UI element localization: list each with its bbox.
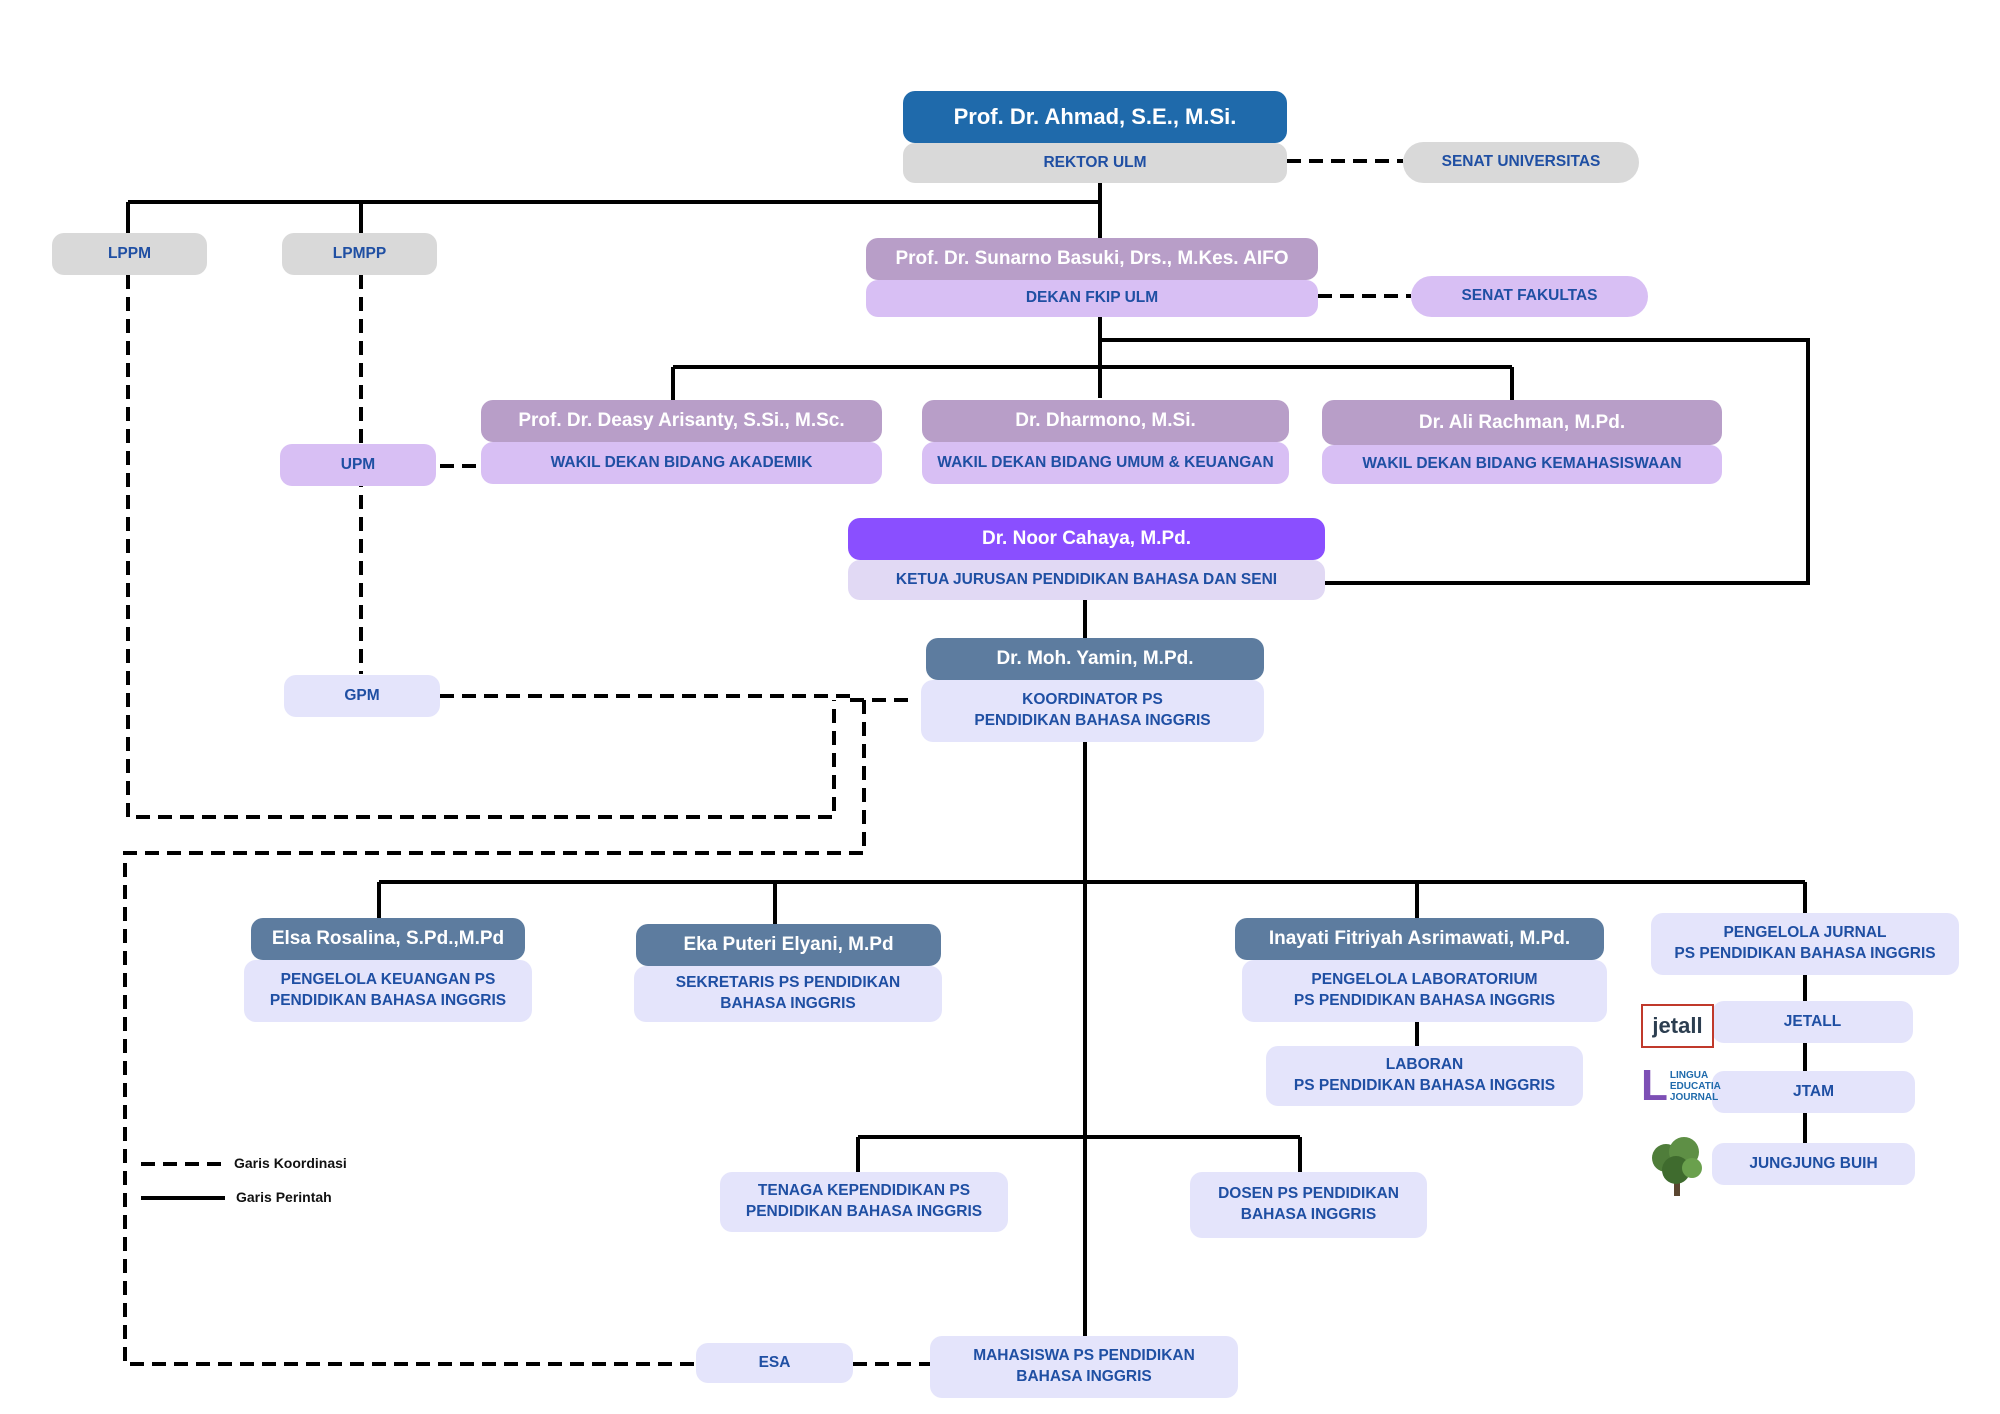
upm-box: UPM bbox=[280, 444, 436, 486]
journal-manager-box: PENGELOLA JURNAL PS PENDIDIKAN BAHASA IN… bbox=[1651, 913, 1959, 975]
jetall-logo: jetall bbox=[1641, 1004, 1714, 1048]
coordinator-title-line2: PENDIDIKAN BAHASA INGGRIS bbox=[974, 712, 1211, 729]
rector-name: Prof. Dr. Ahmad, S.E., M.Si. bbox=[903, 91, 1287, 143]
finance-title: PENGELOLA KEUANGAN PS PENDIDIKAN BAHASA … bbox=[244, 960, 532, 1022]
lingua-logo-letter: L bbox=[1641, 1061, 1668, 1110]
staff-line2: PENDIDIKAN BAHASA INGGRIS bbox=[745, 1203, 983, 1220]
lecturers-box: DOSEN PS PENDIDIKAN BAHASA INGGRIS bbox=[1190, 1172, 1427, 1238]
esa-box: ESA bbox=[696, 1343, 853, 1383]
lingua-logo-line1: LINGUA bbox=[1669, 1069, 1709, 1081]
lpmpp-box: LPMPP bbox=[282, 233, 437, 275]
department-head-name: Dr. Noor Cahaya, M.Pd. bbox=[848, 518, 1325, 560]
secretary-title-line1: SEKRETARIS PS PENDIDIKAN bbox=[675, 974, 901, 992]
staff-box: TENAGA KEPENDIDIKAN PS PENDIDIKAN BAHASA… bbox=[720, 1172, 1008, 1232]
journal-manager-line1: PENGELOLA JURNAL bbox=[1723, 924, 1887, 942]
coordinator-title: KOORDINATOR PS PENDIDIKAN BAHASA INGGRIS bbox=[921, 680, 1264, 742]
vice-dean-academic-name: Prof. Dr. Deasy Arisanty, S.Si., M.Sc. bbox=[481, 400, 882, 442]
coordinator-name: Dr. Moh. Yamin, M.Pd. bbox=[926, 638, 1264, 680]
laboran-line1: LABORAN bbox=[1385, 1056, 1464, 1074]
secretary-title-line2: BAHASA INGGRIS bbox=[720, 995, 856, 1012]
laboratory-title-line1: PENGELOLA LABORATORIUM bbox=[1311, 971, 1538, 989]
staff-line1: TENAGA KEPENDIDIKAN PS bbox=[757, 1182, 971, 1200]
senat-universitas: SENAT UNIVERSITAS bbox=[1403, 142, 1639, 183]
finance-title-line2: PENDIDIKAN BAHASA INGGRIS bbox=[269, 992, 507, 1009]
department-head-title: KETUA JURUSAN PENDIDIKAN BAHASA DAN SENI bbox=[848, 560, 1325, 600]
jetall-logo-text: jetall bbox=[1652, 1013, 1703, 1038]
laboran-box: LABORAN PS PENDIDIKAN BAHASA INGGRIS bbox=[1266, 1046, 1583, 1106]
vice-dean-general-name: Dr. Dharmono, M.Si. bbox=[922, 400, 1289, 442]
finance-title-line1: PENGELOLA KEUANGAN PS bbox=[280, 971, 496, 989]
lingua-logo-line3: JOURNAL bbox=[1669, 1091, 1719, 1103]
lingua-logo-line2: EDUCATIA bbox=[1669, 1080, 1721, 1092]
vice-dean-student-name: Dr. Ali Rachman, M.Pd. bbox=[1322, 400, 1722, 445]
legend-command-label: Garis Perintah bbox=[236, 1189, 332, 1205]
legend-coordination-label: Garis Koordinasi bbox=[234, 1155, 347, 1171]
students-box: MAHASISWA PS PENDIDIKAN BAHASA INGGRIS bbox=[930, 1336, 1238, 1398]
students-line2: BAHASA INGGRIS bbox=[1016, 1368, 1152, 1385]
vice-dean-general-title: WAKIL DEKAN BIDANG UMUM & KEUANGAN bbox=[922, 442, 1289, 484]
dean-title: DEKAN FKIP ULM bbox=[866, 280, 1318, 317]
finance-name: Elsa Rosalina, S.Pd.,M.Pd bbox=[251, 918, 525, 960]
lecturers-line1: DOSEN PS PENDIDIKAN bbox=[1218, 1185, 1399, 1203]
journal-jetall: JETALL bbox=[1712, 1001, 1913, 1043]
command-lines bbox=[126, 182, 1810, 1336]
laboratory-title: PENGELOLA LABORATORIUM PS PENDIDIKAN BAH… bbox=[1242, 960, 1607, 1022]
coordinator-title-line1: KOORDINATOR PS bbox=[1022, 691, 1163, 709]
journal-jungjung-buih: JUNGJUNG BUIH bbox=[1712, 1143, 1915, 1185]
dean-name: Prof. Dr. Sunarno Basuki, Drs., M.Kes. A… bbox=[866, 238, 1318, 280]
journal-manager-line2: PS PENDIDIKAN BAHASA INGGRIS bbox=[1674, 945, 1936, 962]
vice-dean-student-title: WAKIL DEKAN BIDANG KEMAHASISWAAN bbox=[1322, 445, 1722, 484]
laboratory-title-line2: PS PENDIDIKAN BAHASA INGGRIS bbox=[1293, 992, 1556, 1009]
lecturers-line2: BAHASA INGGRIS bbox=[1240, 1206, 1377, 1223]
lingua-logo-text: LINGUA EDUCATIA JOURNAL bbox=[1670, 1070, 1721, 1103]
students-line1: MAHASISWA PS PENDIDIKAN bbox=[973, 1347, 1195, 1365]
rector-title: REKTOR ULM bbox=[903, 143, 1287, 183]
laboran-line2: PS PENDIDIKAN BAHASA INGGRIS bbox=[1293, 1077, 1556, 1094]
senat-fakultas: SENAT FAKULTAS bbox=[1411, 276, 1648, 317]
secretary-title: SEKRETARIS PS PENDIDIKAN BAHASA INGGRIS bbox=[634, 966, 942, 1022]
secretary-name: Eka Puteri Elyani, M.Pd bbox=[636, 924, 941, 966]
tree-logo-icon bbox=[1652, 1137, 1702, 1196]
lppm-box: LPPM bbox=[52, 233, 207, 275]
journal-jtam: JTAM bbox=[1712, 1071, 1915, 1113]
laboratory-name: Inayati Fitriyah Asrimawati, M.Pd. bbox=[1235, 918, 1604, 960]
gpm-box: GPM bbox=[284, 675, 440, 717]
vice-dean-academic-title: WAKIL DEKAN BIDANG AKADEMIK bbox=[481, 442, 882, 484]
lingua-educatia-logo: L LINGUA EDUCATIA JOURNAL bbox=[1641, 1060, 1721, 1112]
